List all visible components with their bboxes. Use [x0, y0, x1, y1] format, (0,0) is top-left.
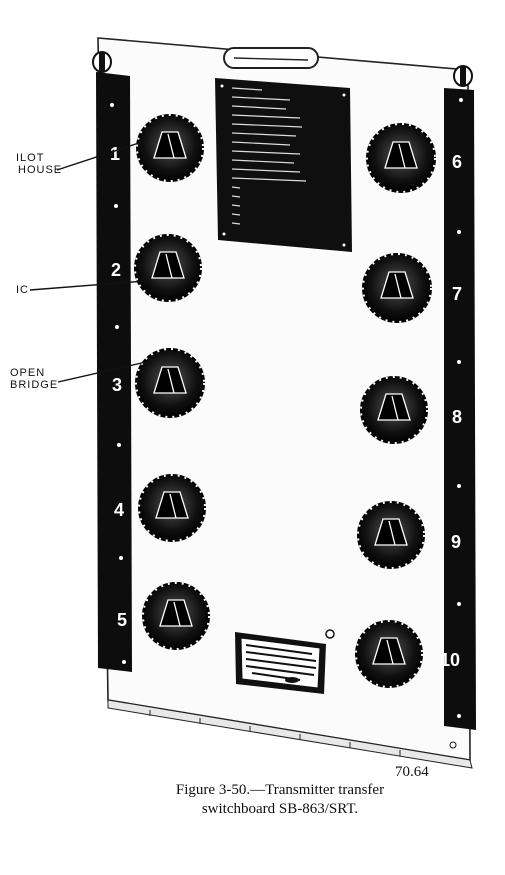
callout-cic-text: IC: [16, 284, 29, 296]
left-number-strip: [96, 72, 132, 672]
nameplate: [235, 632, 326, 694]
switch-number-5: 5: [117, 610, 127, 630]
callout-open-bridge-line1: OPEN: [10, 367, 46, 379]
switch-number-10: 10: [440, 650, 460, 670]
selector-knob-1: [136, 114, 204, 182]
panel-handle: [223, 47, 319, 69]
switchboard-illustration: 1 2 3 4 5 6 7 8 9 10: [29, 37, 476, 769]
switch-number-8: 8: [452, 407, 462, 427]
right-number-strip: [444, 88, 476, 730]
leader-line-pilot-house: [56, 139, 149, 171]
corner-screw-bottom-right: [449, 741, 457, 749]
selector-knob-4: [138, 474, 206, 542]
instruction-plate: [215, 78, 352, 252]
indicator-hole: [325, 629, 335, 639]
selector-knob-3: [135, 348, 205, 418]
callout-pilot-house: ILOT HOUSE: [12, 152, 62, 176]
selector-knob-10: [355, 620, 423, 688]
switch-number-9: 9: [451, 532, 461, 552]
switchboard-panel: [97, 37, 473, 769]
thumbscrew-top-right: [453, 65, 473, 87]
figure-number: 70.64: [395, 764, 429, 780]
figure-caption: Figure 3-50.—Transmitter transfer switch…: [0, 781, 505, 819]
thumbscrew-top-left: [92, 51, 112, 73]
leader-line-open-bridge: [57, 361, 147, 383]
selector-knob-9: [357, 501, 425, 569]
caption-line-1: Figure 3-50.—Transmitter transfer: [175, 782, 385, 798]
switch-number-6: 6: [452, 152, 462, 172]
selector-knob-5: [142, 582, 210, 650]
switch-number-7: 7: [452, 284, 462, 304]
callout-cic: IC: [16, 284, 29, 296]
selector-knob-7: [362, 253, 432, 323]
callout-open-bridge: OPEN BRIDGE: [10, 367, 58, 391]
switch-number-3: 3: [112, 375, 122, 395]
leader-line-cic: [29, 280, 146, 291]
switch-number-4: 4: [114, 500, 124, 520]
selector-knob-6: [366, 123, 436, 193]
selector-knob-2: [134, 234, 202, 302]
switch-number-1: 1: [110, 144, 120, 164]
selector-knob-8: [360, 376, 428, 444]
callout-open-bridge-line2: BRIDGE: [10, 379, 59, 391]
callout-pilot-house-line1: ILOT: [16, 152, 45, 164]
switch-number-2: 2: [111, 260, 121, 280]
caption-line-2: switchboard SB-863/SRT.: [201, 801, 359, 817]
callout-pilot-house-line2: HOUSE: [18, 164, 63, 176]
